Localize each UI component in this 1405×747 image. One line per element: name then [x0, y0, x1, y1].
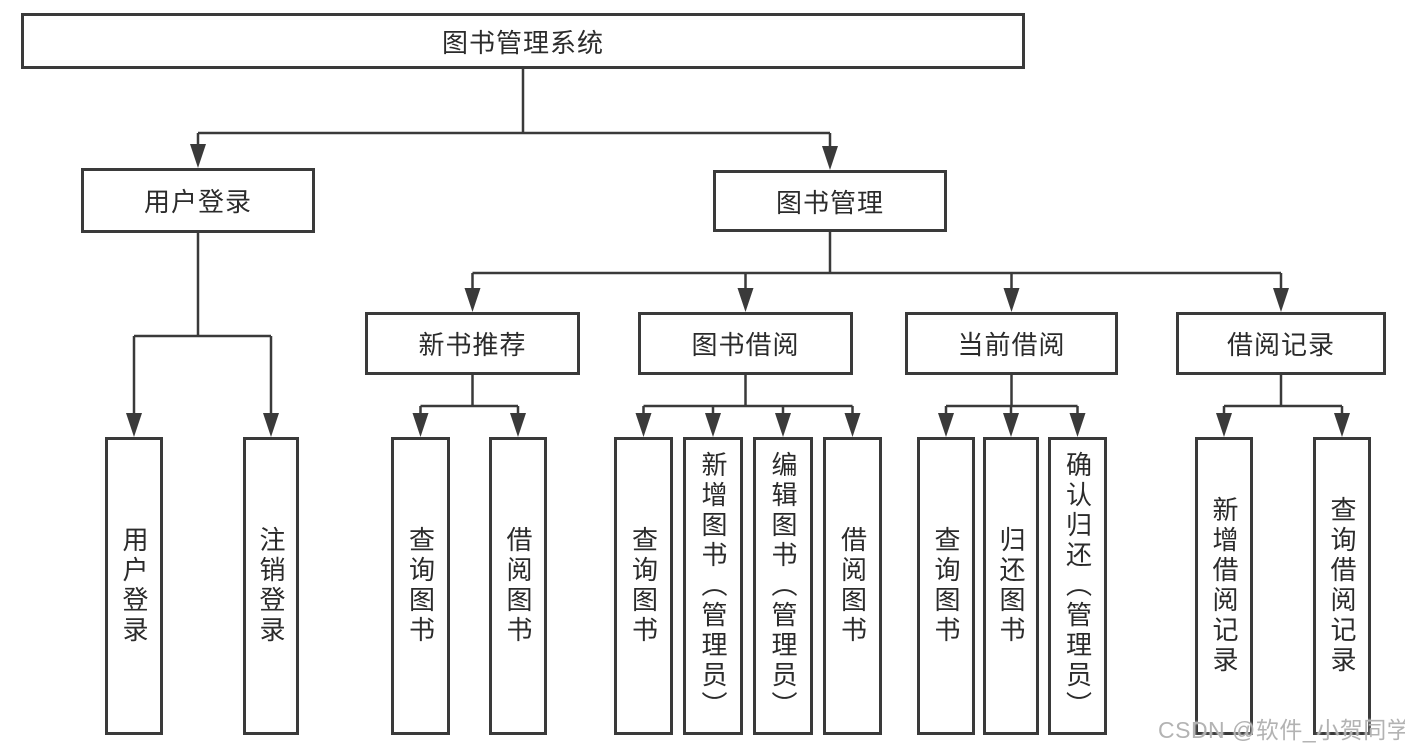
- leaf-bb-edit-books-admin: 编辑图书（管理员）: [753, 437, 813, 735]
- node-label: 当前借阅: [957, 330, 1066, 360]
- connector-current-borrow-to-leaves: [944, 375, 1079, 421]
- leaf-label: 借阅图书: [837, 526, 868, 646]
- leaf-label: 查询图书: [405, 526, 436, 646]
- leaf-br-query-record: 查询借阅记录: [1313, 437, 1371, 735]
- node-label: 新书推荐: [418, 330, 527, 360]
- leaf-cb-query-books: 查询图书: [917, 437, 975, 735]
- connector-new-book-rec-to-leaves: [419, 375, 520, 421]
- node-borrow-records: 借阅记录: [1176, 312, 1386, 375]
- connector-borrow-record-to-leaves: [1222, 375, 1344, 421]
- leaf-label: 新增图书（管理员）: [698, 451, 728, 721]
- leaf-label: 新增借阅记录: [1209, 496, 1239, 676]
- node-new-book-recommend: 新书推荐: [365, 312, 580, 375]
- leaf-bb-add-books-admin: 新增图书（管理员）: [683, 437, 743, 735]
- node-book-management: 图书管理: [713, 170, 947, 232]
- leaf-br-add-record: 新增借阅记录: [1195, 437, 1253, 735]
- node-current-borrowing: 当前借阅: [905, 312, 1118, 375]
- csdn-watermark: CSDN @软件_小贺同学: [1158, 717, 1405, 743]
- connector-book-mgmt-to-level3: [471, 232, 1283, 296]
- leaf-logout-login: 注销登录: [243, 437, 299, 735]
- connector-book-borrow-to-leaves: [642, 375, 854, 421]
- node-user-login-branch: 用户登录: [81, 168, 315, 233]
- leaf-nbr-borrow-books: 借阅图书: [489, 437, 547, 735]
- leaf-label: 用户登录: [119, 526, 149, 646]
- leaf-nbr-query-books: 查询图书: [391, 437, 450, 735]
- leaf-label: 借阅图书: [503, 526, 533, 646]
- connector-user-login-to-leaves: [132, 233, 273, 422]
- leaf-bb-borrow-books: 借阅图书: [823, 437, 882, 735]
- node-label: 图书管理: [775, 187, 884, 218]
- leaf-label: 注销登录: [256, 526, 286, 646]
- node-library-system: 图书管理系统: [21, 13, 1025, 69]
- connector-root-to-level2: [196, 69, 832, 152]
- leaf-label: 归还图书: [996, 526, 1026, 646]
- leaf-label: 编辑图书（管理员）: [768, 451, 798, 721]
- leaf-user-login: 用户登录: [105, 437, 163, 735]
- leaf-bb-query-books: 查询图书: [614, 437, 673, 735]
- node-label: 图书管理系统: [441, 27, 604, 58]
- node-label: 借阅记录: [1226, 330, 1335, 360]
- leaf-label: 查询图书: [931, 526, 961, 646]
- leaf-label: 确认归还（管理员）: [1062, 451, 1093, 721]
- leaf-cb-confirm-return-admin: 确认归还（管理员）: [1048, 437, 1107, 735]
- leaf-label: 查询图书: [628, 526, 659, 646]
- node-book-borrowing: 图书借阅: [638, 312, 853, 375]
- leaf-label: 查询借阅记录: [1327, 496, 1357, 676]
- node-label: 图书借阅: [691, 330, 800, 360]
- leaf-cb-return-books: 归还图书: [983, 437, 1039, 735]
- node-label: 用户登录: [143, 187, 252, 217]
